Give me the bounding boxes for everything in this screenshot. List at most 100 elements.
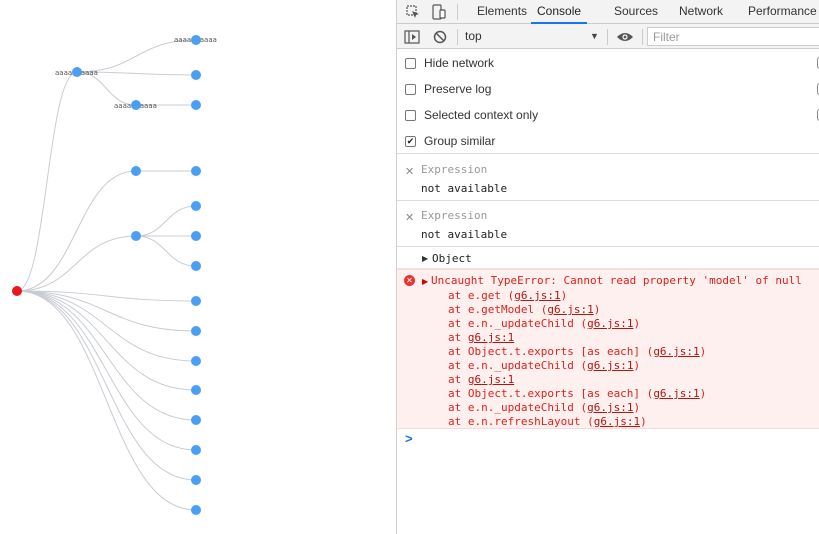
source-link[interactable]: g6.js:1 — [514, 289, 561, 302]
tree-edge — [135, 235, 197, 267]
setting-group-similar[interactable]: ✔ Group similar — [405, 131, 495, 151]
tree-node[interactable] — [191, 326, 201, 336]
tree-edge — [16, 290, 197, 391]
tree-node[interactable] — [191, 231, 201, 241]
tree-node[interactable] — [72, 67, 82, 77]
filter-input[interactable] — [647, 27, 819, 46]
tree-node[interactable] — [191, 100, 201, 110]
source-link[interactable]: g6.js:1 — [467, 373, 515, 386]
source-link[interactable]: g6.js:1 — [587, 401, 634, 414]
console-error: ✕ ▶ Uncaught TypeError: Cannot read prop… — [397, 269, 819, 429]
preserve-log-checkbox[interactable] — [405, 83, 416, 95]
stack-line: at e.n._updateChild (g6.js:1) — [448, 401, 641, 414]
source-link[interactable]: g6.js:1 — [467, 331, 515, 344]
stack-line: at Object.t.exports [as each] (g6.js:1) — [448, 345, 707, 358]
stack-line: at e.getModel (g6.js:1) — [448, 303, 601, 316]
tree-node[interactable] — [191, 415, 201, 425]
setting-label: Preserve log — [424, 82, 492, 96]
tree-edge — [16, 290, 197, 421]
tab-console[interactable]: Console — [531, 0, 588, 24]
tree-edges — [16, 39, 197, 511]
sidebar-toggle-icon[interactable] — [402, 27, 422, 46]
tree-edge — [16, 290, 197, 302]
device-toggle-icon[interactable] — [429, 2, 449, 22]
stack-line: at Object.t.exports [as each] (g6.js:1) — [448, 387, 707, 400]
selected-context-checkbox[interactable] — [405, 109, 416, 121]
console-settings: Hide network Preserve log Selected conte… — [397, 49, 819, 154]
tree-node[interactable] — [191, 261, 201, 271]
expression-value: not available — [421, 182, 508, 195]
tree-edge — [16, 235, 137, 292]
tree-root-node[interactable] — [12, 286, 22, 296]
expand-triangle-icon[interactable]: ▶ — [422, 277, 429, 286]
tree-node[interactable] — [191, 356, 201, 366]
chevron-down-icon[interactable]: ▼ — [590, 31, 599, 41]
tree-node[interactable] — [191, 35, 201, 45]
error-icon: ✕ — [404, 275, 415, 286]
devtools-panel: Elements Console Sources Network Perform… — [396, 0, 819, 534]
tab-network[interactable]: Network — [679, 4, 724, 18]
expression-title[interactable]: Expression — [421, 163, 488, 176]
tree-edge — [135, 205, 197, 237]
tree-node[interactable] — [191, 296, 201, 306]
tree-graph[interactable]: aaaaaaaaaaaaaaaaaaaaaaaaaaaaaa — [0, 0, 396, 534]
tree-edge — [16, 290, 197, 511]
source-link[interactable]: g6.js:1 — [587, 317, 634, 330]
console-prompt-icon[interactable]: > — [405, 431, 413, 446]
close-icon[interactable]: ✕ — [405, 166, 415, 178]
error-message[interactable]: Uncaught TypeError: Cannot read property… — [431, 274, 802, 287]
log-object-text[interactable]: Object — [432, 252, 472, 265]
clear-console-icon[interactable] — [430, 27, 450, 46]
tree-node[interactable] — [191, 201, 201, 211]
tree-node[interactable] — [191, 505, 201, 515]
inspect-icon[interactable] — [403, 2, 423, 22]
console-toolbar: top ▼ — [397, 24, 819, 49]
tree-edge — [16, 290, 197, 451]
tree-node[interactable] — [131, 100, 141, 110]
expression-value: not available — [421, 228, 508, 241]
tree-node[interactable] — [191, 385, 201, 395]
source-link[interactable]: g6.js:1 — [653, 387, 700, 400]
live-expression: ✕ Expression not available — [397, 201, 819, 247]
tree-edge — [16, 290, 197, 481]
setting-hide-network[interactable]: Hide network — [405, 53, 494, 73]
tree-node[interactable] — [191, 445, 201, 455]
stack-line: at e.get (g6.js:1) — [448, 289, 568, 302]
tree-node[interactable] — [191, 70, 201, 80]
expression-title[interactable]: Expression — [421, 209, 488, 222]
tab-sources[interactable]: Sources — [614, 4, 659, 18]
tree-edge — [76, 39, 197, 73]
eye-icon[interactable] — [615, 27, 635, 46]
tree-node[interactable] — [191, 475, 201, 485]
source-link[interactable]: g6.js:1 — [593, 415, 641, 428]
expand-triangle-icon[interactable]: ▶ — [422, 254, 429, 263]
source-link[interactable]: g6.js:1 — [547, 303, 594, 316]
source-link[interactable]: g6.js:1 — [653, 345, 700, 358]
live-expression: ✕ Expression not available — [397, 155, 819, 201]
tab-performance[interactable]: Performance — [748, 4, 817, 18]
tree-node[interactable] — [131, 231, 141, 241]
graph-canvas[interactable]: aaaaaaaaaaaaaaaaaaaaaaaaaaaaaa — [0, 0, 396, 534]
setting-label: Group similar — [424, 134, 496, 148]
stack-line: at g6.js:1 — [448, 373, 515, 386]
tree-edge — [76, 71, 197, 76]
tab-elements[interactable]: Elements — [477, 4, 528, 18]
close-icon[interactable]: ✕ — [405, 212, 415, 224]
setting-preserve-log[interactable]: Preserve log — [405, 79, 491, 99]
context-select[interactable]: top — [465, 29, 482, 43]
devtools-tabbar: Elements Console Sources Network Perform… — [397, 0, 819, 24]
console-log-object[interactable]: ▶ Object — [397, 248, 819, 269]
tree-edge — [16, 71, 78, 292]
tree-node[interactable] — [191, 166, 201, 176]
group-similar-checkbox[interactable]: ✔ — [405, 135, 416, 147]
tree-node[interactable] — [131, 166, 141, 176]
setting-label: Hide network — [424, 56, 495, 70]
tree-nodes[interactable] — [12, 35, 201, 515]
setting-label: Selected context only — [424, 108, 539, 122]
stack-line: at e.n._updateChild (g6.js:1) — [448, 317, 641, 330]
tree-edge — [16, 170, 137, 292]
setting-selected-context[interactable]: Selected context only — [405, 105, 538, 125]
hide-network-checkbox[interactable] — [405, 57, 416, 69]
stack-line: at g6.js:1 — [448, 331, 515, 344]
source-link[interactable]: g6.js:1 — [587, 359, 634, 372]
